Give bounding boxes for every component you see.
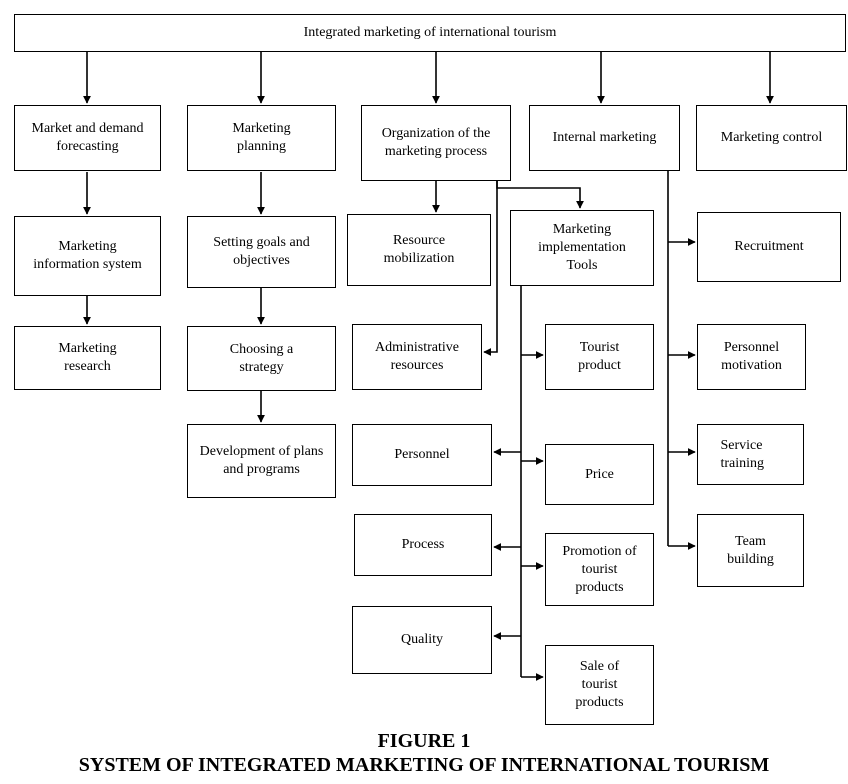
node-recruitment: Recruitment — [697, 212, 841, 282]
connector-organization-to-admin — [483, 181, 498, 356]
node-implementation-tools: Marketing implementation Tools — [510, 210, 654, 286]
node-personnel-label: Personnel — [394, 447, 450, 462]
node-organization-label: Organization of the marketing process — [381, 126, 491, 159]
node-service-training: Service training — [697, 424, 804, 485]
node-marketing-control: Marketing control — [696, 105, 847, 171]
node-market-forecast: Market and demand forecasting — [14, 105, 161, 171]
node-personnel-motivation-label: Personnel motivation — [721, 340, 782, 373]
node-team-building-label: Team building — [727, 533, 774, 567]
node-organization: Organization of the marketing process — [361, 105, 511, 181]
node-tourist-product: Tourist product — [545, 324, 654, 390]
node-process-label: Process — [401, 537, 445, 552]
node-recruitment-label: Recruitment — [734, 239, 804, 254]
node-price: Price — [545, 444, 654, 505]
node-resource-mobilization: Resource mobilization — [347, 214, 491, 286]
node-personnel: Personnel — [352, 424, 492, 486]
node-promotion: Promotion of tourist products — [545, 533, 654, 606]
node-administrative-resources-label: Administrative resources — [375, 340, 459, 373]
node-price-label: Price — [585, 466, 614, 482]
node-team-building: Team building — [697, 514, 804, 587]
node-quality: Quality — [352, 606, 492, 674]
node-personnel-motivation: Personnel motivation — [697, 324, 806, 390]
node-service-training-label: Service training — [720, 437, 765, 471]
node-process: Process — [354, 514, 492, 576]
node-quality-label: Quality — [401, 632, 443, 647]
node-internal-marketing-label: Internal marketing — [552, 130, 657, 145]
node-marketing-planning-label: Marketing planning — [232, 121, 291, 154]
node-choosing-strategy: Choosing a strategy — [187, 326, 336, 391]
figure-title: SYSTEM OF INTEGRATED MARKETING OF INTERN… — [78, 754, 770, 776]
node-market-forecast-label: Market and demand forecasting — [31, 121, 144, 154]
node-choosing-strategy-label: Choosing a strategy — [229, 341, 294, 375]
node-resource-mobilization-label: Resource mobilization — [383, 233, 455, 266]
node-info-system: Marketing information system — [14, 216, 161, 296]
node-sale-label: Sale of tourist products — [575, 659, 624, 710]
node-setting-goals: Setting goals and objectives — [187, 216, 336, 288]
node-marketing-research: Marketing research — [14, 326, 161, 390]
node-root: Integrated marketing of international to… — [14, 14, 846, 52]
node-marketing-planning: Marketing planning — [187, 105, 336, 171]
node-marketing-research-label: Marketing research — [58, 341, 117, 374]
node-marketing-control-label: Marketing control — [720, 130, 823, 145]
node-sale: Sale of tourist products — [545, 645, 654, 725]
node-tourist-product-label: Tourist product — [578, 340, 621, 373]
node-implementation-tools-label: Marketing implementation Tools — [538, 222, 626, 273]
node-development-plans-label: Development of plans and programs — [199, 444, 324, 477]
node-root-label: Integrated marketing of international to… — [303, 25, 557, 40]
node-setting-goals-label: Setting goals and objectives — [213, 235, 310, 268]
figure-number: FIGURE 1 — [377, 730, 471, 752]
node-promotion-label: Promotion of tourist products — [562, 543, 637, 595]
node-internal-marketing: Internal marketing — [529, 105, 680, 171]
node-administrative-resources: Administrative resources — [352, 324, 482, 390]
connector-organization-to-tools — [496, 181, 584, 209]
node-development-plans: Development of plans and programs — [187, 424, 336, 498]
node-info-system-label: Marketing information system — [33, 239, 142, 272]
